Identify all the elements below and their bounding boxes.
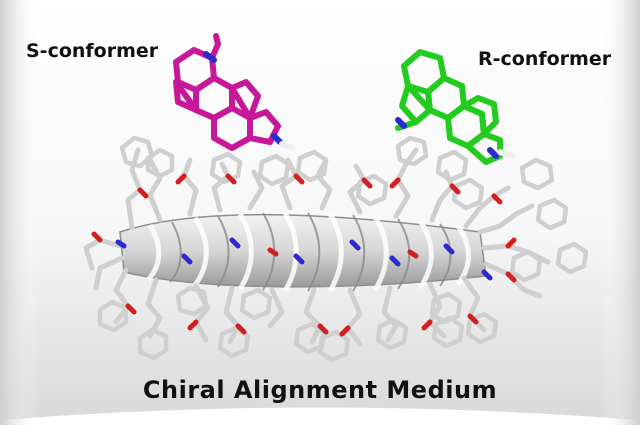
phenyl-rings — [97, 135, 589, 363]
s-conformer-label: S-conformer — [26, 40, 159, 62]
s-conformer-hydrogen — [279, 141, 295, 151]
oxygen-atoms — [91, 173, 517, 337]
r-conformer-nitrogen — [395, 117, 407, 129]
s-conformer-nitrogen-2 — [271, 133, 283, 145]
background-edge-right — [600, 0, 640, 425]
alignment-medium-polymer — [83, 135, 589, 363]
s-conformer-nitrogen — [203, 51, 217, 63]
background-edge-left — [0, 0, 40, 425]
r-conformer-nitrogen-2 — [487, 147, 499, 159]
helix-coil-shadows — [169, 212, 452, 292]
r-conformer-hydrogen — [497, 149, 515, 159]
r-conformer-molecule — [395, 49, 503, 165]
helix-coils — [146, 211, 471, 293]
r-conformer-label: R-conformer — [478, 48, 612, 70]
nitrogen-atoms — [115, 237, 493, 281]
medium-title: Chiral Alignment Medium — [142, 376, 498, 404]
s-conformer-heteroatoms — [203, 51, 295, 151]
r-conformer-heteroatoms — [395, 117, 515, 159]
